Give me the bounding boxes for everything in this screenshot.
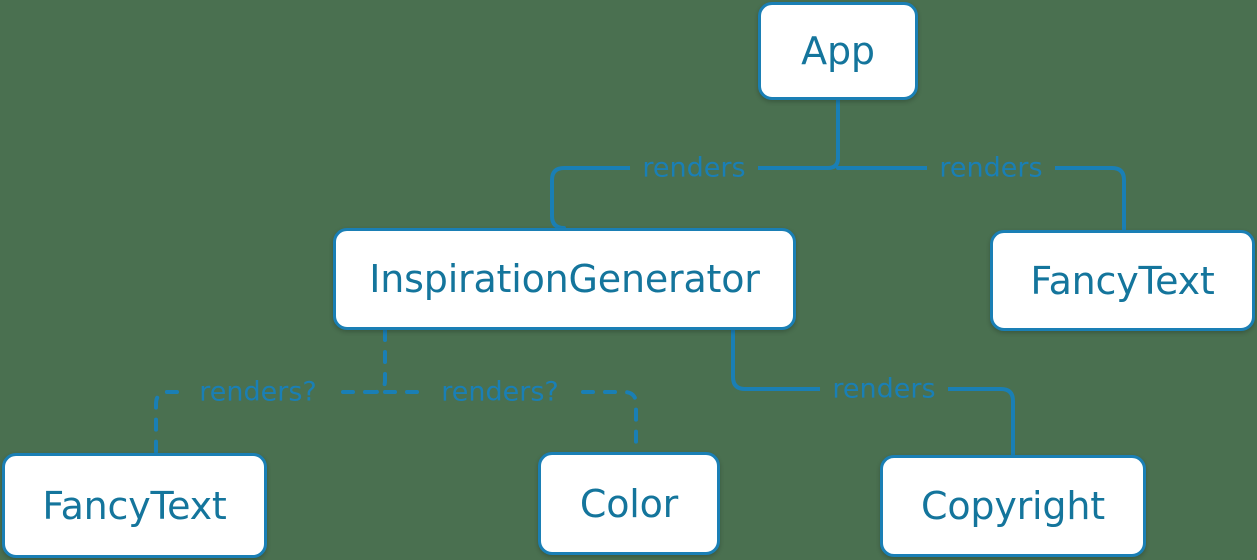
edge-label-mask: [820, 376, 948, 402]
edge-inspirationgenerator-fancytext: [154, 390, 377, 455]
edge-label-inspirationgenerator-color: renders?: [441, 376, 559, 408]
edge-label-inspirationgenerator-copyright: renders: [832, 373, 936, 405]
edge-label-inspirationgenerator-fancytext: renders?: [199, 376, 317, 408]
edge-label-mask: [182, 379, 334, 405]
edge-label-mask: [424, 379, 576, 405]
edge-label-mask: [630, 155, 758, 181]
node-label-inspirationgenerator: InspirationGenerator: [369, 257, 760, 301]
node-label-color: Color: [579, 481, 679, 526]
edge-label-mask: [927, 155, 1055, 181]
node-color[interactable]: Color: [538, 452, 720, 555]
edge-inspirationgenerator-color: [383, 390, 638, 454]
edge-app-stem: [826, 98, 840, 170]
node-label-fancytext-bottom-left: FancyText: [42, 483, 227, 528]
node-app[interactable]: App: [758, 2, 918, 100]
edge-app-fancytext: [836, 166, 1126, 232]
node-fancytext-top-right[interactable]: FancyText: [990, 230, 1255, 331]
node-copyright[interactable]: Copyright: [880, 455, 1146, 557]
node-label-fancytext-top-right: FancyText: [1030, 258, 1215, 303]
node-inspirationgenerator[interactable]: InspirationGenerator: [333, 228, 796, 330]
edge-app-inspirationgenerator: [550, 166, 830, 230]
node-fancytext-bottom-left[interactable]: FancyText: [2, 453, 267, 558]
edge-label-app-inspirationgenerator: renders: [642, 152, 746, 184]
edge-inspirationgenerator-stem-dashed: [373, 328, 387, 394]
node-label-app: App: [801, 29, 875, 73]
edge-label-app-fancytext: renders: [939, 152, 1043, 184]
node-label-copyright: Copyright: [921, 484, 1105, 528]
